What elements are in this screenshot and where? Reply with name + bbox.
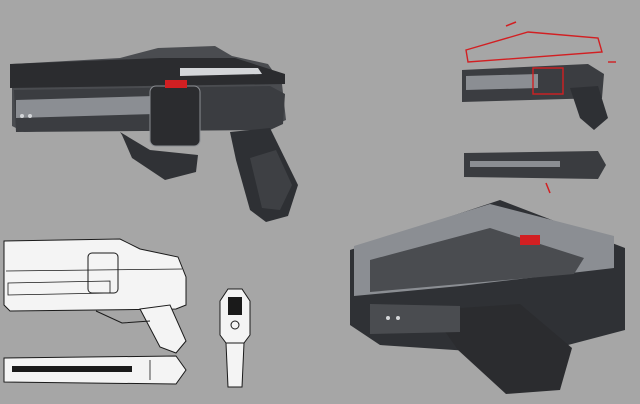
pistol-side-render [10, 46, 298, 222]
pistol-lineart-front [219, 288, 251, 388]
pistol-exploded-detail [462, 21, 616, 130]
pistol-perspective-render [350, 200, 625, 394]
pistol-lineart-side [3, 238, 187, 354]
pistol-top-detail [464, 151, 606, 194]
pistol-lineart-top [3, 355, 187, 385]
